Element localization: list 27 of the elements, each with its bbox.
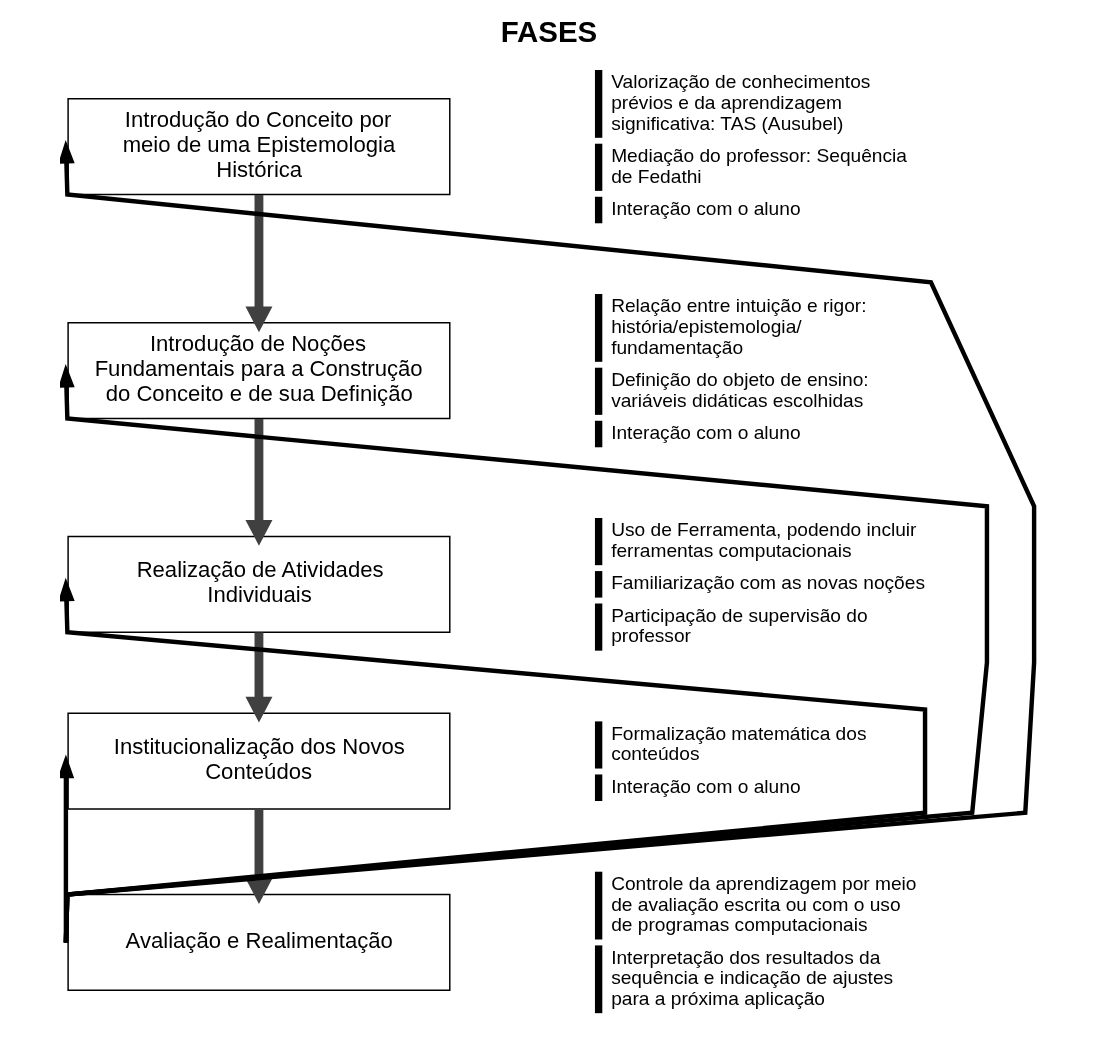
arrow — [245, 195, 273, 333]
node-label: Definição do objeto de ensino: variáveis didáticas escolhidas — [611, 368, 869, 411]
node-box: Realização de Atividades Individuais — [67, 535, 451, 633]
node-label: Participação de supervisão do professor — [611, 604, 868, 647]
node-label: Mediação do professor: Sequência de Fedathi — [611, 144, 907, 187]
arrow — [245, 809, 273, 904]
arrow — [60, 577, 928, 943]
arrow — [60, 754, 75, 943]
node-label: Interpretação dos resultados da sequência e indicação de ajustes para a próxima aplicação — [611, 946, 894, 1009]
node-box: Institucionalização dos Novos Conteúdos — [67, 712, 451, 810]
node-box: Introdução do Conceito por meio de uma Epistemologia Histórica — [67, 98, 451, 196]
diagram-title: FASES — [500, 15, 598, 49]
arrow — [60, 140, 1037, 943]
node-label: Uso de Ferramenta, podendo incluir ferramentas computacionais — [611, 519, 917, 561]
arrow — [60, 364, 990, 943]
node-box: Avaliação e Realimentação — [67, 893, 451, 992]
node-label: Interação com o aluno — [611, 198, 801, 220]
node-label: Valorização de conhecimentos prévios e da aprendizagem significativa: TAS (Ausubel) — [611, 71, 871, 134]
node-label: Controle da aprendizagem por meio de avaliação escrita ou com o uso de programas computacionais — [611, 872, 917, 936]
node-box: Introdução de Noções Fundamentais para a Construção do Conceito e de sua Definição — [67, 322, 451, 420]
node-label: Interação com o aluno — [611, 775, 801, 797]
node-label: Formalização matemática dos conteúdos — [611, 722, 867, 765]
arrow — [245, 632, 273, 723]
node-label: Familiarização com as novas noções — [611, 572, 925, 594]
arrow — [245, 418, 273, 546]
node-label: Relação entre intuição e rigor: história/epistemologia/ fundamentação — [611, 295, 867, 358]
node-label: Interação com o aluno — [611, 422, 801, 444]
